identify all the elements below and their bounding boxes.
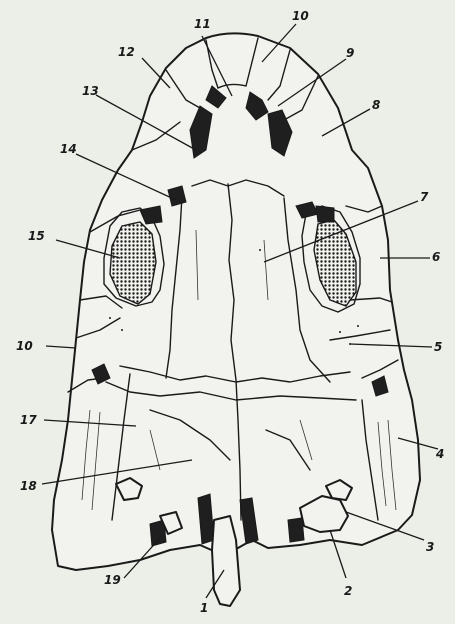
label-7: 7	[420, 190, 429, 204]
label-3: 3	[426, 540, 434, 554]
label-17: 17	[20, 413, 37, 427]
label-10: 10	[292, 9, 309, 23]
label-19: 19	[104, 573, 121, 587]
label-18: 18	[20, 479, 37, 493]
label-12: 12	[118, 45, 135, 59]
leader-10b	[46, 346, 76, 348]
label-1: 1	[200, 601, 208, 615]
label-11: 11	[194, 17, 211, 31]
label-14: 14	[60, 142, 77, 156]
label-4: 4	[435, 447, 444, 461]
label-5: 5	[434, 340, 442, 354]
label-10b: 10	[16, 339, 33, 353]
label-6: 6	[432, 250, 440, 264]
label-15: 15	[28, 229, 45, 243]
label-2: 2	[344, 584, 352, 598]
label-8: 8	[372, 98, 380, 112]
label-13: 13	[82, 84, 99, 98]
label-9: 9	[346, 46, 354, 60]
skull-outline	[52, 33, 420, 570]
